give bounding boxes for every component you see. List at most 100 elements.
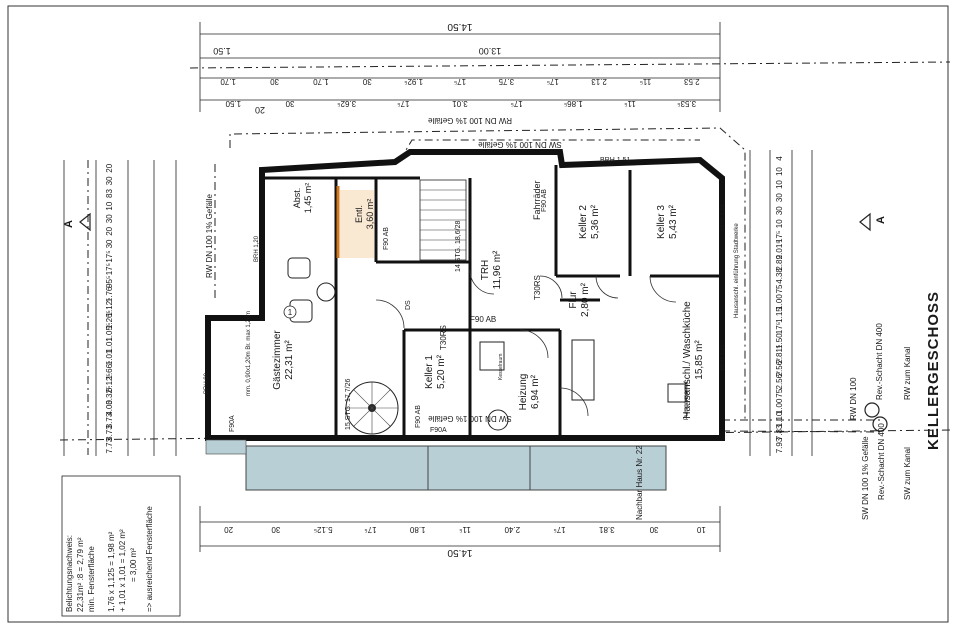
left-col-dim-7: 1.01 [105,349,114,365]
top-row2-dim-8: 3.53⁵ [677,99,696,108]
top-row3-dim: 20 [255,105,265,115]
rw-top-label: RW DN 100 1% Gefälle [428,116,512,125]
top-row1-dim-7: 17⁵ [547,77,559,86]
left-col-dim-4: 3.32⁵ [105,386,114,405]
left-col-dim-1: 3.73 [105,425,114,441]
right-col-dim-0: 7.93 [775,437,784,453]
kesselraum-label: Kesselraum [498,354,504,380]
right-col-dim-7: 2.81⁵ [775,345,784,364]
room-area-flur: 2,80 m² [580,282,591,317]
left-dimension-lines [63,160,177,456]
t30rs-label-1: T30RS [533,275,542,300]
right-col-dim-10: 1.15 [775,307,784,323]
hausanschluss-note: Hausanschl. einführung Stadtwerke [734,223,740,318]
overall-bottom-dim: 14.50 [447,547,472,558]
right-col-dim-1: 7.83 [775,424,784,440]
section-letter-right: A [875,216,887,224]
belichtung-line1: Belichtungsnachweis: [65,535,74,612]
room-name-keller2: Keller 2 [578,205,589,239]
right-col-dim-14: 2.89 [775,255,784,271]
revision-shafts: RW DN 100 SW DN 100 1% Gefälle Rev.-Scha… [849,323,912,520]
bottom-row-dim-4: 1.80 [409,525,425,534]
neighbor-building: Nachbar Haus Nr. 22 [205,439,667,520]
right-col-dim-18: 30 [775,206,784,215]
room-area-gaestezimmer: 22,31 m² [284,340,295,380]
room-name-heizung: Heizung [518,374,529,411]
top-row1-dim-8: 2.13 [591,77,607,86]
building-walls [205,149,725,441]
left-col-dim-15: 17⁵ [105,250,114,262]
sw-right-label: SW DN 100 1% Gefälle [861,436,870,520]
neighbor-label: Nachbar Haus Nr. 22 [635,445,644,520]
top-row1-dim-9: 11⁵ [640,77,652,86]
left-col-dim-9: 1.05⁵ [105,323,114,342]
ds-label: DS [405,300,412,310]
sw-top-label: SW DN 100 1% Gefälle [478,140,562,149]
overall-top-dim: 14.50 [447,21,472,32]
top-row2-dim-1: 30 [285,99,294,108]
f90a-label-2: F90A [430,427,447,434]
f90ab-label-4: F90 AB [383,227,390,250]
right-col-dim-22: 4 [775,156,784,161]
rw-kanal-label: RW zum Kanal [903,347,912,400]
belichtung-line2: 22,31m² :8 = 2,79 m² [76,537,85,612]
right-col-dim-3: 1.00 [775,398,784,414]
top-row1-dim-5: 17⁵ [454,77,466,86]
misc-labels: Fahrräder 14 STG. 18,6/28 15 STG. 17,7/2… [204,157,740,434]
bottom-dimensions: 14.50 [199,506,721,558]
right-col-dim-11: 1.00 [775,294,784,310]
left-col-dim-22: 20 [105,163,114,172]
rev-shaft-1-label: Rev.-Schacht DN 400 [875,323,884,400]
left-col-dim-0: 7.73 [105,437,114,453]
room-name-entl: Entl. [354,205,364,223]
room-name-abst: Abst. [292,188,302,209]
furniture [287,257,687,431]
bottom-row-dim-2: 5.12⁵ [314,525,333,534]
stairs1-label: 14 STG. 18,6/28 [455,221,462,272]
right-col-dim-12: 75 [775,284,784,293]
property-line-top [189,61,951,69]
top-row1-dim-10: 2.53 [683,77,699,86]
room-name-waschkueche: Hausanschl./ Waschküche [682,301,693,419]
top-row2-dim-7: 11⁵ [624,99,636,108]
section-letter-left: A [63,220,75,228]
bottom-row-dim-3: 17⁵ [364,525,376,534]
left-col-dim-5: 6.12⁵ [105,373,114,392]
t30rs-label-2: T30RS [439,325,448,350]
right-col-dim-5: 2.56⁷ [775,371,784,390]
right-col-dim-21: 10 [775,167,784,176]
belichtung-line5: + 1,01 x 1,01 = 1,02 m² [118,529,127,612]
stairs-spiral [345,381,399,435]
top-row2-dim-4: 3.01 [452,99,468,108]
top-row2-dim-5: 17⁵ [511,99,523,108]
top-row1-dim-1: 30 [270,77,279,86]
sw-kanal-label: SW zum Kanal [903,447,912,500]
sheet-title: KELLERGESCHOSS [925,291,942,450]
left-col-dim-21: 30 [105,176,114,185]
room-name-gaestezimmer: Gästezimmer [272,330,283,390]
left-col-dim-19: 10 [105,201,114,210]
room-area-keller2: 5,36 m² [590,204,601,239]
door-swings [375,269,677,417]
right-col-dim-2: 1.10 [775,411,784,427]
right-col-dim-20: 10 [775,180,784,189]
bottom-row-dim-1: 30 [271,525,280,534]
right-col-dim-17: 10 [775,219,784,228]
belichtung-line6: = 3,00 m² [129,548,138,582]
room-name-flur: Flur [568,291,579,309]
room-area-entl: 3,60 m² [365,199,375,230]
bottom-row-dim-0: 20 [224,525,233,534]
top-row1-dim-4: 1.92⁵ [404,77,423,86]
left-upper-dim: 1.50 [213,46,231,56]
room-area-keller3: 5,43 m² [668,204,679,239]
rev-shaft-2-label: Rev.-Schacht DN 400 [877,423,886,500]
bottom-row-dim-10: 10 [696,525,705,534]
bottom-row-dim-8: 3.81 [598,525,614,534]
right-dimension-lines [749,150,813,456]
f90a-label-1: F90A [229,415,236,432]
f90ab-label-2: F90 AB [541,189,548,212]
top-dimensions: 14.50 13.00 1.50 20 [199,21,721,115]
